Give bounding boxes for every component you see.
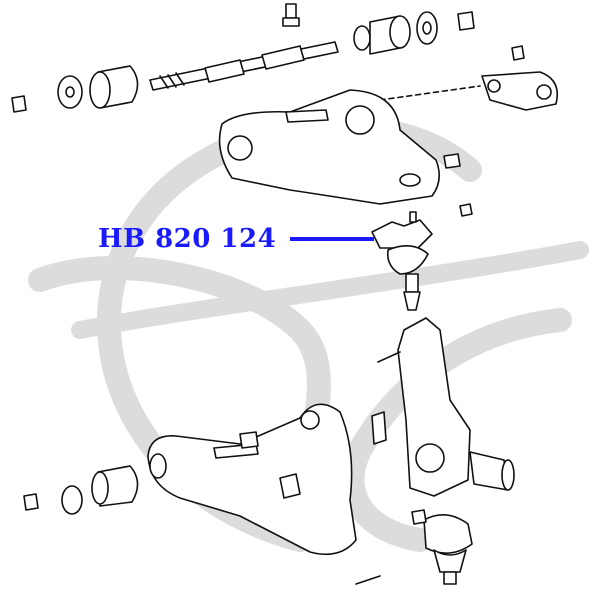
upper-arm-shaft — [149, 41, 339, 91]
part-number-label: HB 820 124 — [98, 224, 277, 254]
bushing-icon — [353, 11, 475, 55]
steering-knuckle — [371, 317, 515, 497]
bushing-icon — [23, 465, 139, 515]
bushing-icon — [11, 65, 139, 113]
upper-ball-joint — [371, 203, 473, 311]
mount-bracket — [379, 45, 559, 111]
top-bolt-icon — [282, 3, 300, 27]
lower-control-arm — [147, 403, 357, 556]
lower-ball-joint — [355, 509, 473, 585]
callout-leader-line — [290, 237, 374, 241]
upper-control-arm — [218, 89, 461, 205]
